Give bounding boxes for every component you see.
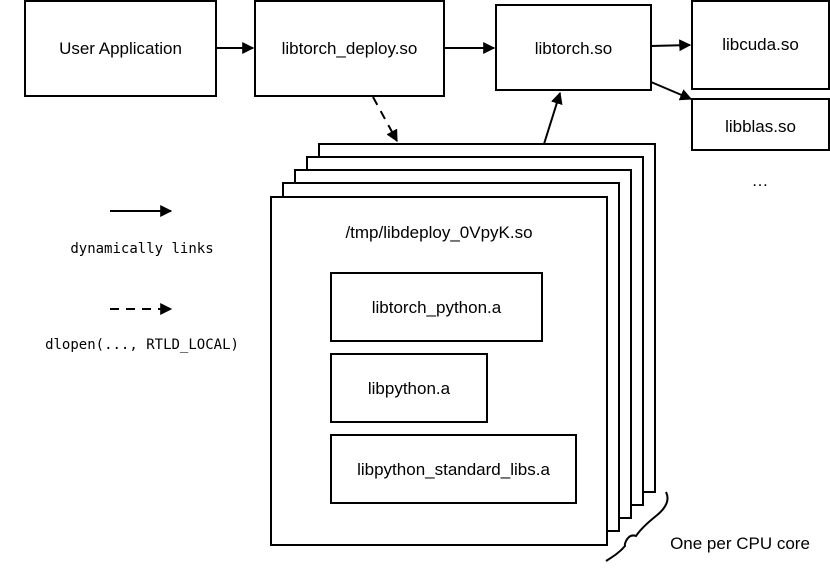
node-libpython-standard-libs: libpython_standard_libs.a xyxy=(330,434,577,504)
tmp-lib-label: /tmp/libdeploy_0VpyK.so xyxy=(345,223,532,242)
node-user-application-label: User Application xyxy=(59,39,182,58)
node-libtorch-deploy-label: libtorch_deploy.so xyxy=(282,39,418,58)
node-libcuda-label: libcuda.so xyxy=(722,35,799,54)
edge-libtorch-to-libblas xyxy=(650,81,693,101)
edge-tmp-to-libtorch xyxy=(543,91,563,145)
node-libtorch-python-label: libtorch_python.a xyxy=(372,298,502,317)
node-libtorch: libtorch.so xyxy=(495,4,652,91)
node-libtorch-label: libtorch.so xyxy=(535,39,612,58)
node-user-application: User Application xyxy=(24,0,217,97)
annotation-label: One per CPU core xyxy=(670,534,810,553)
node-libpython-standard-libs-label: libpython_standard_libs.a xyxy=(357,460,550,479)
ellipsis-label: … xyxy=(752,171,769,190)
node-libblas-label: libblas.so xyxy=(725,117,796,136)
node-libtorch-deploy: libtorch_deploy.so xyxy=(254,0,445,97)
curly-brace-icon xyxy=(605,491,669,562)
node-libblas: libblas.so xyxy=(691,98,830,151)
edge-deploy-dlopen-tmp xyxy=(372,96,398,143)
legend-dashed-label: dlopen(..., RTLD_LOCAL) xyxy=(45,337,239,353)
node-libtorch-python: libtorch_python.a xyxy=(330,272,543,342)
node-libpython: libpython.a xyxy=(330,353,488,423)
node-libpython-label: libpython.a xyxy=(368,379,451,398)
edge-libtorch-to-libcuda xyxy=(650,39,692,52)
legend: dynamically links dlopen(..., RTLD_LOCAL… xyxy=(45,205,239,353)
node-libcuda: libcuda.so xyxy=(691,0,830,90)
legend-solid-label: dynamically links xyxy=(70,241,213,257)
